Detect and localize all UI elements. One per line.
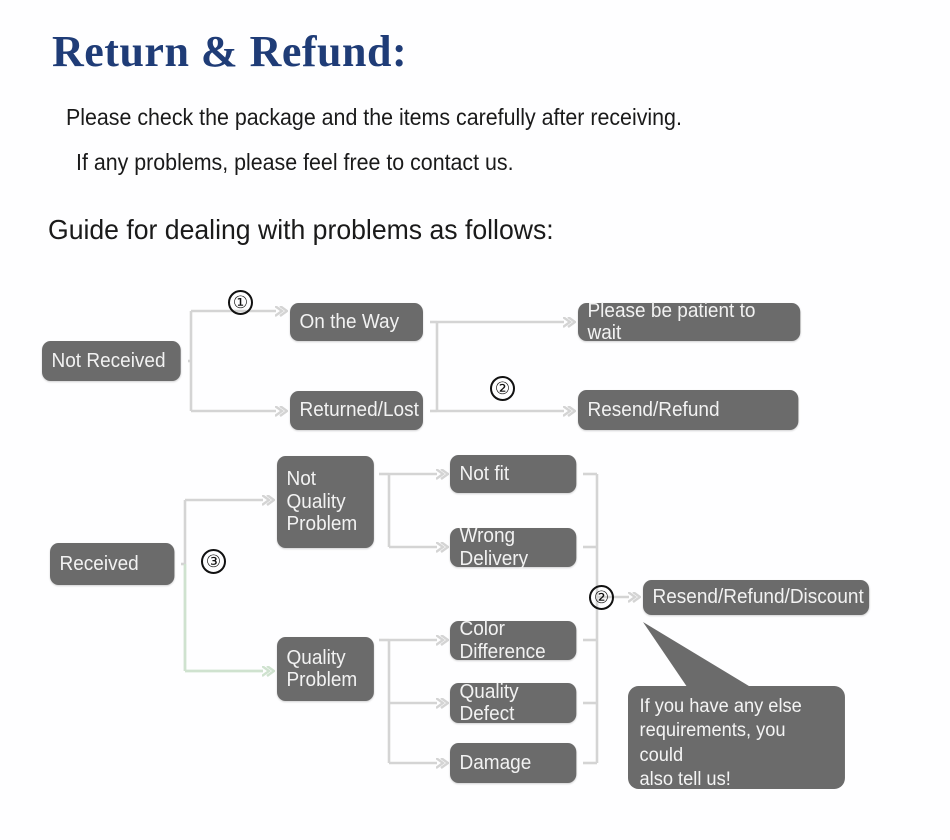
flow-node-damage: Damage <box>450 743 577 783</box>
flow-marker-1: ① <box>228 290 253 315</box>
flow-node-resend-refund-discount: Resend/Refund/Discount <box>643 580 870 615</box>
flow-node-quality-problem: Quality Problem <box>277 637 374 701</box>
flow-node-not-fit: Not fit <box>450 455 577 493</box>
page-title: Return & Refund: <box>52 27 408 76</box>
flow-node-returned-lost: Returned/Lost <box>290 391 423 430</box>
guide-heading: Guide for dealing with problems as follo… <box>48 214 554 245</box>
bubble-tail <box>643 622 772 706</box>
intro-line-1: Please check the package and the items c… <box>66 104 682 130</box>
flow-node-quality-defect: Quality Defect <box>450 681 577 725</box>
flow-node-not-quality: Not Quality Problem <box>277 456 374 548</box>
flow-node-please-wait: Please be patient to wait <box>578 300 801 344</box>
flow-node-on-the-way: On the Way <box>290 303 423 341</box>
flow-node-received: Received <box>50 543 175 585</box>
flow-node-not-received: Not Received <box>42 341 181 381</box>
intro-line-2: If any problems, please feel free to con… <box>76 149 514 175</box>
flow-marker-2-bottom: ② <box>589 585 614 610</box>
flow-node-resend-refund: Resend/Refund <box>578 390 799 430</box>
flow-note-bubble: If you have any else requirements, you c… <box>628 686 845 790</box>
flow-node-wrong-delivery: Wrong Delivery <box>450 525 577 570</box>
flow-marker-3: ③ <box>201 549 226 574</box>
flow-marker-2-top: ② <box>490 376 515 401</box>
flow-node-color-difference: Color Difference <box>450 618 577 663</box>
